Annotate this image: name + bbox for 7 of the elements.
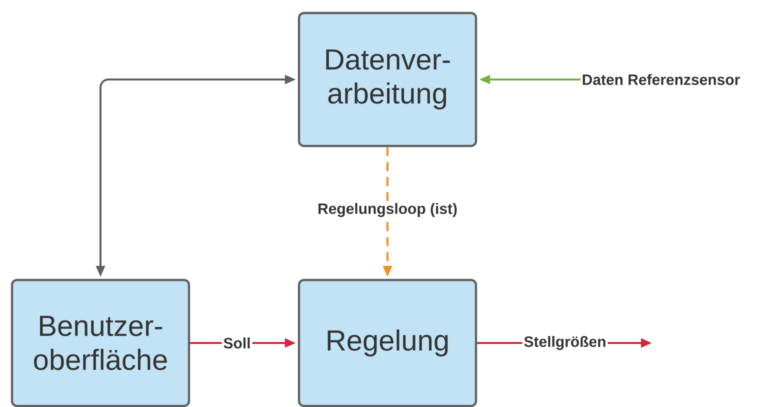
edge-label: Stellgrößen: [522, 334, 608, 352]
edge-label: Regelungsloop (ist): [316, 201, 459, 219]
input-label: Daten Referenzsensor: [582, 74, 740, 85]
process-box: Regelung: [298, 278, 478, 407]
process-box: Benutzer- oberfläche: [10, 278, 190, 407]
process-box: Datenver- arbeitung: [298, 12, 478, 148]
edge-label: Soll: [222, 336, 252, 350]
